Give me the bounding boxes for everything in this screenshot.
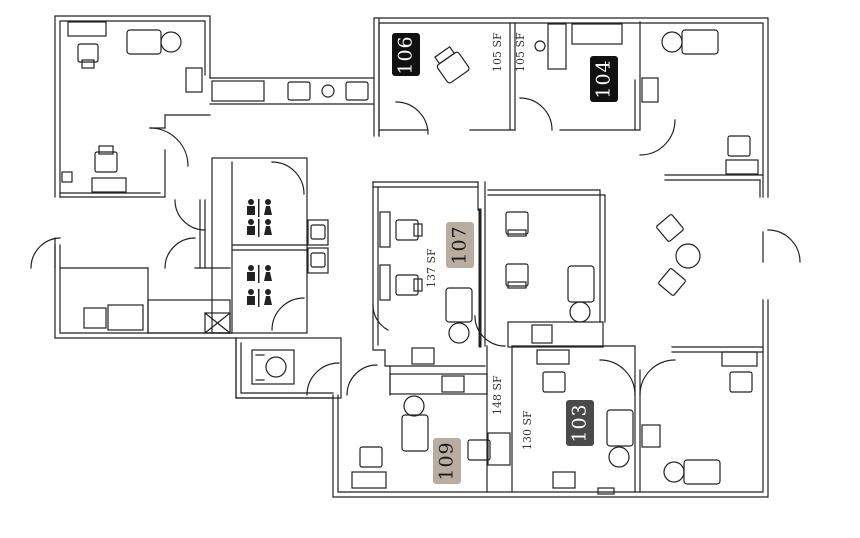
chair-icon (729, 371, 753, 393)
room-109-number: 109 (436, 441, 459, 481)
chair-icon (542, 371, 566, 393)
restroom-sign-icon (247, 199, 272, 237)
counters (61, 21, 759, 495)
room-107-area: 137 SF (425, 248, 438, 288)
room-103-area: 130 SF (521, 410, 534, 450)
chair-icon (287, 81, 311, 101)
salon-chair-icon (661, 29, 719, 55)
washer-icon (251, 349, 295, 385)
chair-icon (505, 263, 529, 289)
sink-icon (310, 224, 326, 268)
chair-icon (658, 268, 686, 296)
chair-icon (77, 43, 99, 69)
room-104-label: 104 (590, 56, 618, 102)
salon-chair-icon (663, 459, 721, 485)
salon-chair-icon (126, 29, 182, 55)
chair-icon (434, 46, 470, 84)
chair-icon (359, 446, 383, 468)
room-104-area: 105 SF (514, 32, 527, 72)
chair-icon (94, 145, 118, 173)
room-103-number: 103 (569, 403, 592, 443)
restroom-sign-icon (247, 265, 272, 307)
door-swings (30, 97, 801, 396)
salon-chair-icon (445, 287, 473, 344)
room-109-label: 109 (433, 438, 461, 484)
chair-icon (656, 214, 684, 242)
room-109-area: 148 SF (491, 375, 504, 415)
room-107-label: 107 (446, 222, 474, 268)
chair-icon (727, 135, 751, 157)
exterior-walls (54, 15, 769, 498)
room-107-number: 107 (449, 225, 472, 265)
room-106-number: 106 (395, 34, 418, 75)
salon-chair-icon (401, 395, 429, 452)
chair-icon (395, 274, 423, 296)
salon-chairs (126, 29, 721, 485)
chair-icon (395, 219, 423, 241)
room-104-number: 104 (593, 59, 616, 99)
room-106-label: 106 (392, 33, 420, 76)
chairs (77, 40, 753, 468)
interior-walls (59, 17, 764, 493)
salon-chair-icon (567, 265, 595, 323)
room-106-area: 105 SF (491, 32, 504, 72)
room-103-label: 103 (566, 400, 594, 446)
chair-icon (467, 439, 491, 461)
chair-icon (505, 211, 529, 237)
salon-chair-icon (606, 409, 634, 468)
chair-icon (345, 81, 369, 101)
